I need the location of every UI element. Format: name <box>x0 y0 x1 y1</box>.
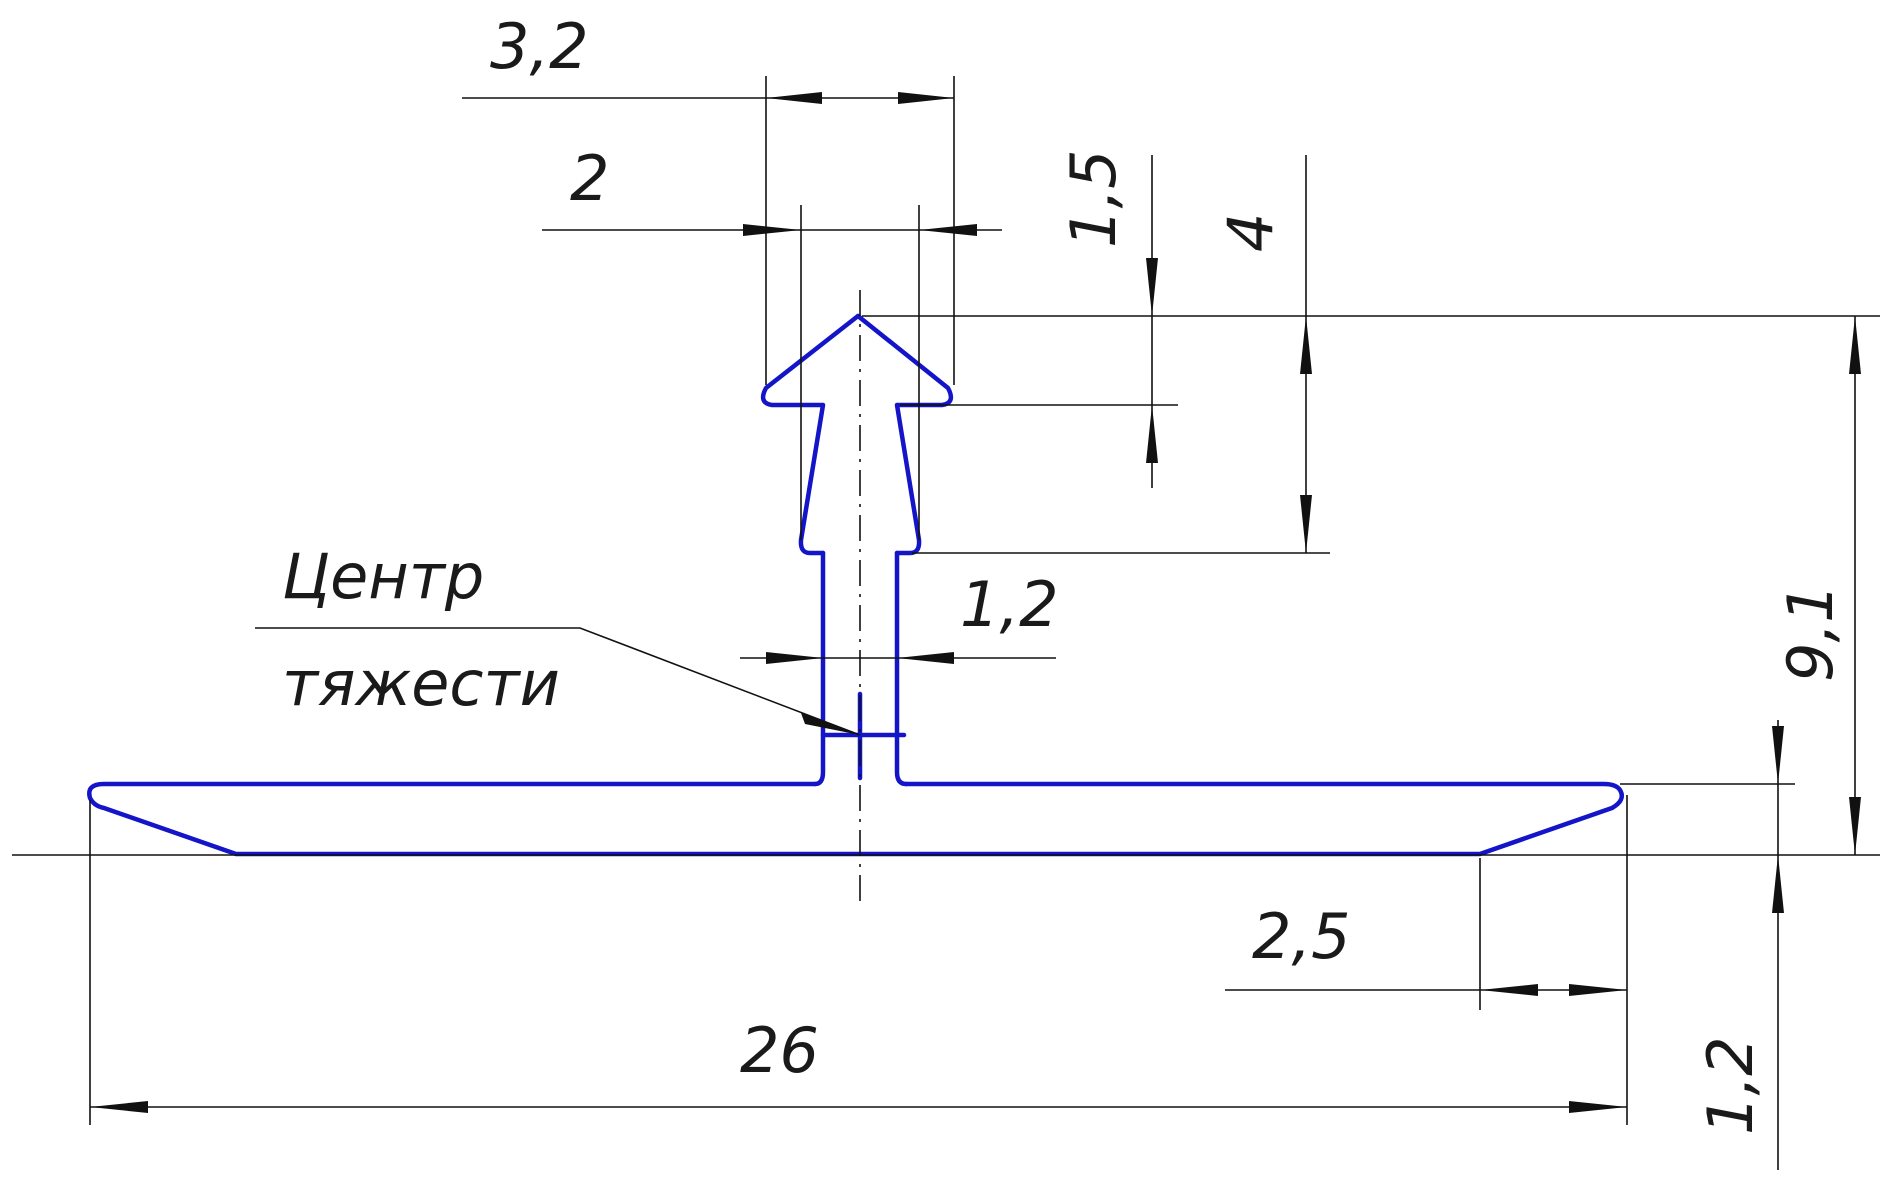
dimension-texts: 3,2 2 1,5 4 1,2 9,1 2,5 26 1,2 <box>490 10 1847 1135</box>
stem-outline-right <box>894 550 909 787</box>
dim-base-thickness: 1,2 <box>1694 1036 1767 1135</box>
dim-chamfer-length: 2,5 <box>1252 900 1351 973</box>
dim-top-width: 3,2 <box>490 10 589 83</box>
dim-stem-width: 2 <box>570 142 609 215</box>
dim-neck-width: 1,2 <box>960 568 1059 641</box>
part-outline <box>87 313 1624 857</box>
neck-outline-right <box>855 313 954 556</box>
dim-upper-height: 4 <box>1214 213 1287 252</box>
dim-head-height: 1,5 <box>1057 149 1130 248</box>
dim-total-length: 26 <box>740 1014 819 1087</box>
base-plate-outline <box>87 781 1624 857</box>
dim-total-height: 9,1 <box>1774 583 1847 682</box>
label-line-1: Центр <box>282 540 484 613</box>
label-line-2: тяжести <box>282 647 560 720</box>
axes <box>12 290 1880 905</box>
center-of-gravity-label: Центр тяжести <box>282 540 560 720</box>
neck-outline-left <box>760 313 861 556</box>
dimension-lines <box>90 92 1861 1113</box>
stem-outline <box>812 550 826 787</box>
